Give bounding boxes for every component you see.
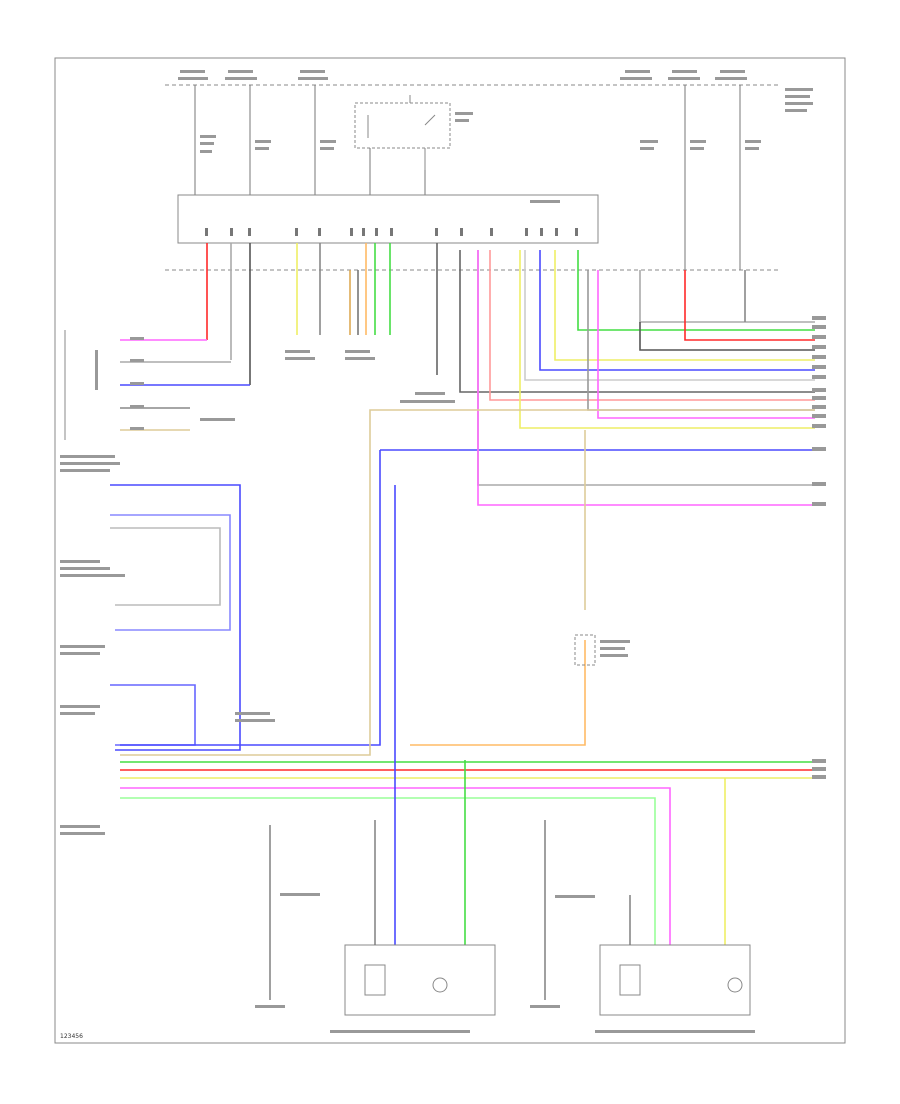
relay-symbol <box>367 95 436 170</box>
right-lamp-assembly <box>599 944 751 1016</box>
lower-right-connectors <box>812 759 826 779</box>
lower-bundle-wires <box>120 409 815 945</box>
ground-wires <box>269 820 631 1000</box>
footer-code: 123456 <box>60 1033 83 1040</box>
left-lamp-assembly <box>344 944 496 1016</box>
top-feed-wires <box>194 85 741 270</box>
relay-box <box>354 102 451 149</box>
junction-vertical-wires <box>206 243 438 385</box>
right-harness-wires <box>380 250 815 506</box>
diagram-frame <box>54 57 846 1044</box>
junction-block <box>177 194 599 244</box>
junction-pins <box>205 228 578 236</box>
sensor-component <box>574 634 596 666</box>
feed-wire-labels <box>200 135 761 153</box>
top-fuse-labels <box>178 70 813 112</box>
left-switch-group <box>110 450 381 751</box>
right-edge-connectors <box>812 316 826 506</box>
